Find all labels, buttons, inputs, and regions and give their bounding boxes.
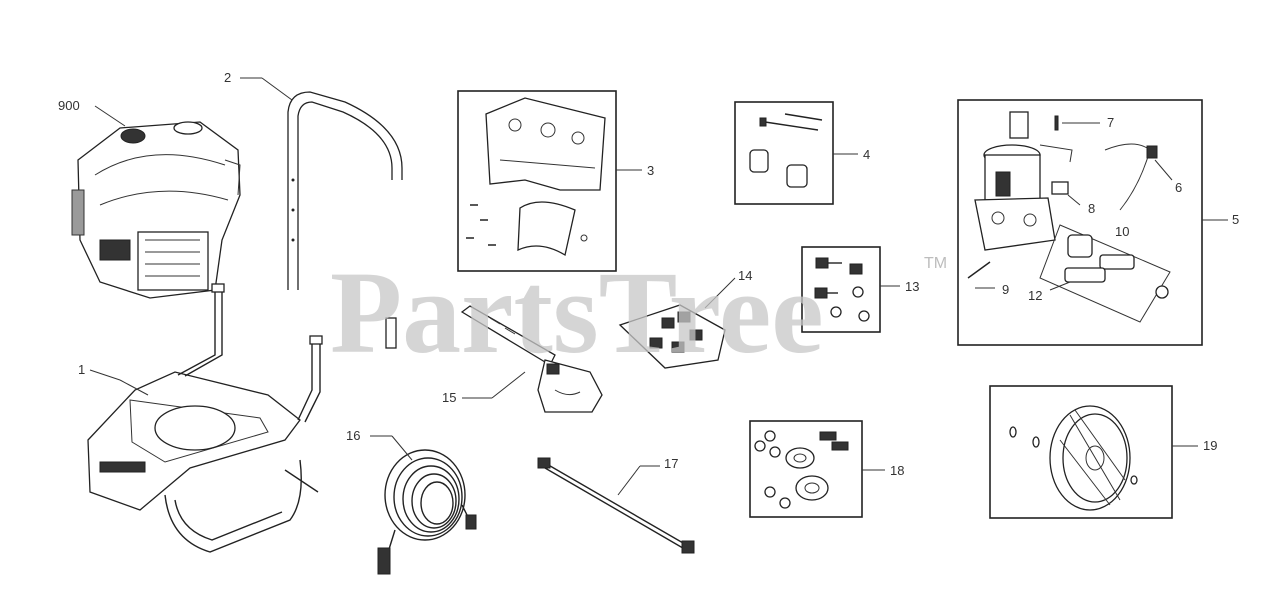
callout-9: 9 (1002, 282, 1009, 297)
callout-8: 8 (1088, 201, 1095, 216)
panel-box (457, 90, 617, 272)
panel-part[interactable] (466, 97, 606, 257)
callout-19: 19 (1203, 438, 1217, 453)
spray-gun-part[interactable] (460, 305, 603, 413)
callout-10: 10 (1115, 224, 1129, 239)
callout-4: 4 (863, 147, 870, 162)
watermark-text: PartsTree (330, 247, 824, 378)
hose-part[interactable] (377, 449, 477, 575)
pump-part[interactable] (967, 111, 1171, 323)
fastener-box (801, 246, 881, 333)
callout-13: 13 (905, 279, 919, 294)
callout-12: 12 (1028, 288, 1042, 303)
callout-2: 2 (224, 70, 231, 85)
fastener-kit-part[interactable] (814, 257, 870, 322)
hardware-kit-part[interactable] (749, 113, 823, 188)
axle-kit-part[interactable] (754, 430, 849, 509)
callout-7: 7 (1107, 115, 1114, 130)
bracket-part[interactable] (618, 304, 726, 369)
callout-15: 15 (442, 390, 456, 405)
watermark-trademark: TM (924, 255, 947, 272)
callout-6: 6 (1175, 180, 1182, 195)
callout-5: 5 (1232, 212, 1239, 227)
hardware-box (734, 101, 834, 205)
callout-17: 17 (664, 456, 678, 471)
handle-part[interactable] (287, 91, 403, 349)
engine-part[interactable] (71, 121, 241, 299)
callout-16: 16 (346, 428, 360, 443)
callout-14: 14 (738, 268, 752, 283)
callout-1: 1 (78, 362, 85, 377)
wand-part[interactable] (537, 457, 695, 554)
callout-3: 3 (647, 163, 654, 178)
pump-box (957, 99, 1203, 346)
callout-900: 900 (58, 98, 80, 113)
axle-kit-box (749, 420, 863, 518)
wheel-part[interactable] (1009, 405, 1138, 511)
frame-part[interactable] (87, 283, 323, 553)
wheel-box (989, 385, 1173, 519)
callout-18: 18 (890, 463, 904, 478)
